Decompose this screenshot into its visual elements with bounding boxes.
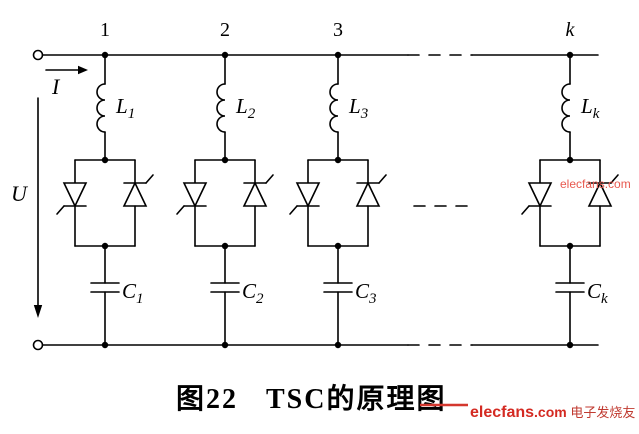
branch-1-capacitor-label: C1	[122, 279, 144, 307]
watermark-domain: .com	[534, 404, 567, 420]
branch-3-number: 3	[333, 19, 343, 41]
branch-k-capacitor-label: Ck	[587, 279, 608, 307]
capacitor-sub: k	[601, 291, 608, 307]
top-left-terminal	[32, 49, 44, 61]
bottom-left-terminal	[32, 339, 44, 351]
capacitor-sub: 2	[256, 291, 264, 307]
watermark-brand: elecfans	[470, 404, 534, 421]
branch-k-number: k	[566, 19, 576, 41]
capacitor-base: C	[587, 279, 602, 303]
capacitor-sub: 3	[368, 291, 377, 307]
watermark-cn: 电子发烧友	[567, 405, 636, 420]
inductor-base: L	[348, 94, 361, 118]
branch-3-capacitor-label: C3	[355, 279, 377, 307]
capacitor-base: C	[355, 279, 370, 303]
branch-3-inductor-label: L3	[348, 94, 368, 122]
figure-caption-title: TSC的原理图	[266, 382, 446, 415]
branch-1-number: 1	[100, 19, 110, 41]
inductor-sub: k	[593, 106, 600, 122]
branch-k-inductor-label: Lk	[580, 94, 600, 122]
branch-2-capacitor-label: C2	[242, 279, 264, 307]
watermark-bottom: elecfans.com 电子发烧友	[470, 404, 635, 421]
current-label: I	[51, 74, 61, 99]
voltage-label: U	[11, 181, 29, 206]
inductor-sub: 3	[360, 106, 369, 122]
figure-caption-number: 图22	[176, 384, 238, 415]
inductor-base: L	[115, 94, 128, 118]
capacitor-base: C	[122, 279, 137, 303]
inductor-sub: 2	[248, 106, 256, 122]
branch-2-number: 2	[220, 19, 230, 41]
inductor-sub: 1	[128, 106, 136, 122]
current-arrow-head	[78, 65, 88, 75]
branch-1-inductor-label: L1	[115, 94, 135, 122]
inductor-base: L	[235, 94, 248, 118]
capacitor-base: C	[242, 279, 257, 303]
branch-2-inductor-label: L2	[235, 94, 256, 122]
inductor-base: L	[580, 94, 593, 118]
watermark-side: elecfans.com	[560, 177, 631, 191]
voltage-arrow-head	[33, 305, 43, 318]
capacitor-sub: 1	[136, 291, 144, 307]
